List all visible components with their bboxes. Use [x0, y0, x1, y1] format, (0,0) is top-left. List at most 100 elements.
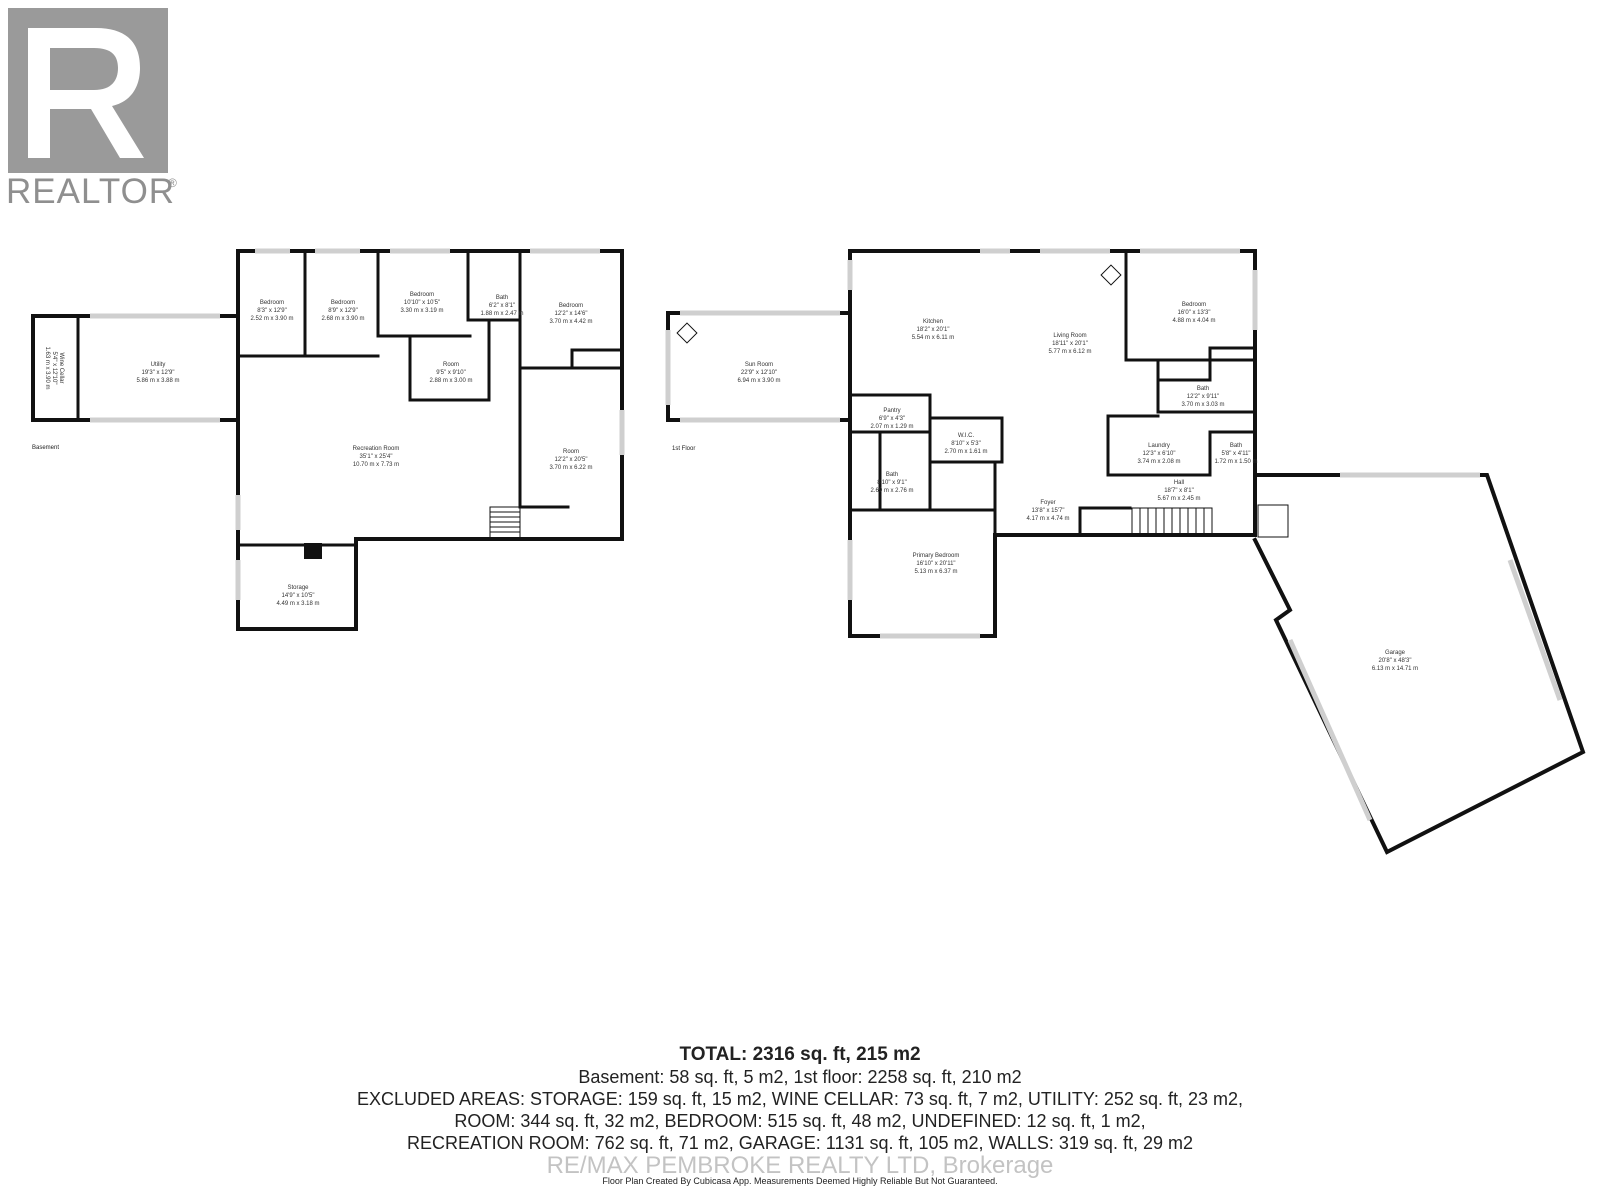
- svg-text:5'8" x 4'11": 5'8" x 4'11": [1221, 451, 1250, 457]
- room-label-bedroom-b3: Bedroom 10'10" x 10'5" 3.30 m x 3.19 m: [400, 292, 443, 314]
- windows: [90, 248, 1563, 822]
- svg-text:10'10" x 10'5": 10'10" x 10'5": [404, 300, 440, 306]
- svg-text:Bath: Bath: [1197, 386, 1209, 392]
- svg-text:Room: Room: [563, 449, 579, 455]
- floor-label-basement: Basement: [32, 445, 59, 451]
- svg-text:8'3" x 12'9": 8'3" x 12'9": [257, 308, 287, 314]
- room-label-recreation-room: Recreation Room 35'1" x 25'4" 10.70 m x …: [353, 446, 400, 468]
- svg-text:8'9" x 12'9": 8'9" x 12'9": [328, 308, 358, 314]
- room-label-bedroom-b2: Bedroom 8'9" x 12'9" 2.68 m x 3.90 m: [321, 300, 364, 322]
- room-label-primary-bedroom: Primary Bedroom 16'10" x 20'11" 5.13 m x…: [913, 553, 960, 575]
- room-label-utility: Utility 19'3" x 12'9" 5.86 m x 3.88 m: [136, 362, 179, 384]
- excluded-areas-1: EXCLUDED AREAS: STORAGE: 159 sq. ft, 15 …: [356, 1089, 1243, 1109]
- svg-text:5.77 m x 6.12 m: 5.77 m x 6.12 m: [1048, 349, 1091, 355]
- room-label-storage: Storage 14'9" x 10'5" 4.49 m x 3.18 m: [276, 585, 319, 607]
- svg-text:18'11" x 20'1": 18'11" x 20'1": [1052, 341, 1088, 347]
- floor-label-first: 1st Floor: [672, 446, 695, 452]
- room-label-living-room: Living Room 18'11" x 20'1" 5.77 m x 6.12…: [1048, 333, 1091, 355]
- svg-text:18'7" x 8'1": 18'7" x 8'1": [1164, 488, 1194, 494]
- room-label-sun-room: Sun Room 22'9" x 12'10" 6.94 m x 3.90 m: [737, 362, 780, 384]
- svg-text:5.54 m x 6.11 m: 5.54 m x 6.11 m: [912, 335, 955, 341]
- first-floor-walls: [666, 249, 1586, 855]
- svg-text:1.72 m x 1.50 m: 1.72 m x 1.50 m: [1214, 459, 1257, 465]
- first-floor-stairs: [1131, 507, 1213, 536]
- total-area: TOTAL: 2316 sq. ft, 215 m2: [679, 1044, 921, 1065]
- svg-text:Kitchen: Kitchen: [923, 319, 943, 325]
- room-label-pantry: Pantry 6'9" x 4'3" 2.07 m x 1.29 m: [870, 408, 913, 430]
- svg-text:6.13 m x 14.71 m: 6.13 m x 14.71 m: [1372, 666, 1418, 672]
- room-label-bath-main1: Bath 12'2" x 9'11" 3.70 m x 3.03 m: [1181, 386, 1224, 408]
- svg-text:35'1" x 25'4": 35'1" x 25'4": [360, 454, 393, 460]
- svg-text:4.17 m x 4.74 m: 4.17 m x 4.74 m: [1026, 516, 1069, 522]
- svg-text:5'4" x 12'10": 5'4" x 12'10": [51, 352, 57, 385]
- room-label-bath-main3: Bath 8'10" x 9'1" 2.69 m x 2.76 m: [870, 472, 913, 494]
- svg-text:12'2" x 9'11": 12'2" x 9'11": [1187, 394, 1219, 400]
- floor-areas: Basement: 58 sq. ft, 5 m2, 1st floor: 22…: [578, 1067, 1022, 1087]
- svg-text:3.30 m x 3.19 m: 3.30 m x 3.19 m: [400, 308, 443, 314]
- svg-text:12'2" x 14'6": 12'2" x 14'6": [555, 311, 588, 317]
- svg-text:5.13 m x 6.37 m: 5.13 m x 6.37 m: [914, 569, 957, 575]
- brokerage-watermark: RE/MAX PEMBROKE REALTY LTD, Brokerage: [546, 1152, 1054, 1179]
- svg-text:3.74 m x 2.08 m: 3.74 m x 2.08 m: [1137, 459, 1180, 465]
- svg-text:9'5" x 9'10": 9'5" x 9'10": [436, 370, 466, 376]
- svg-text:18'2" x 20'1": 18'2" x 20'1": [917, 327, 950, 333]
- svg-text:Laundry: Laundry: [1148, 443, 1170, 449]
- svg-text:2.69 m x 2.76 m: 2.69 m x 2.76 m: [870, 488, 913, 494]
- svg-text:5.67 m x 2.45 m: 5.67 m x 2.45 m: [1157, 496, 1200, 502]
- svg-text:3.70 m x 4.42 m: 3.70 m x 4.42 m: [549, 319, 592, 325]
- svg-text:Recreation Room: Recreation Room: [353, 446, 400, 452]
- room-label-bath-basement: Bath 6'2" x 8'1" 1.88 m x 2.47 m: [480, 295, 523, 317]
- excluded-areas-2: ROOM: 344 sq. ft, 32 m2, BEDROOM: 515 sq…: [454, 1111, 1146, 1131]
- svg-text:Primary Bedroom: Primary Bedroom: [913, 553, 960, 559]
- svg-text:2.07 m x 1.29 m: 2.07 m x 1.29 m: [870, 424, 913, 430]
- svg-text:22'9" x 12'10": 22'9" x 12'10": [741, 370, 777, 376]
- svg-text:1.63 m x 3.90 m: 1.63 m x 3.90 m: [44, 346, 50, 389]
- svg-text:20'8" x 48'3": 20'8" x 48'3": [1379, 658, 1412, 664]
- room-label-bedroom-b1: Bedroom 8'3" x 12'9" 2.52 m x 3.90 m: [250, 300, 293, 322]
- svg-text:6'2" x 8'1": 6'2" x 8'1": [489, 303, 515, 309]
- room-label-laundry: Laundry 12'3" x 6'10" 3.74 m x 2.08 m: [1137, 443, 1180, 465]
- svg-text:Bath: Bath: [886, 472, 898, 478]
- svg-text:2.52 m x 3.90 m: 2.52 m x 3.90 m: [250, 316, 293, 322]
- room-label-garage: Garage 20'8" x 48'3" 6.13 m x 14.71 m: [1372, 650, 1418, 672]
- svg-text:Storage: Storage: [287, 585, 309, 591]
- floor-plan: Basement 1st Floor Wine Cellar 5'4" x 12…: [31, 248, 1586, 855]
- excluded-areas-3: RECREATION ROOM: 762 sq. ft, 71 m2, GARA…: [407, 1133, 1193, 1153]
- svg-text:6'9" x 4'3": 6'9" x 4'3": [879, 416, 905, 422]
- fireplace-icon: [676, 264, 1122, 344]
- room-labels: Wine Cellar 5'4" x 12'10" 1.63 m x 3.90 …: [44, 292, 1418, 672]
- svg-text:4.88 m x 4.04 m: 4.88 m x 4.04 m: [1172, 318, 1215, 324]
- realtor-r-logo-icon: [8, 8, 168, 173]
- svg-text:Foyer: Foyer: [1040, 500, 1055, 506]
- svg-text:14'9" x 10'5": 14'9" x 10'5": [282, 593, 315, 599]
- svg-text:10.70 m x 7.73 m: 10.70 m x 7.73 m: [353, 462, 399, 468]
- svg-text:Living Room: Living Room: [1053, 333, 1086, 339]
- room-label-bedroom-main: Bedroom 16'0" x 13'3" 4.88 m x 4.04 m: [1172, 302, 1215, 324]
- svg-text:5.86 m x 3.88 m: 5.86 m x 3.88 m: [136, 378, 179, 384]
- svg-text:19'3" x 12'9": 19'3" x 12'9": [142, 370, 175, 376]
- floor-plan-credit: Floor Plan Created By Cubicasa App. Meas…: [602, 1176, 998, 1186]
- svg-text:Bedroom: Bedroom: [1182, 302, 1206, 308]
- room-label-bath-main2: Bath 5'8" x 4'11" 1.72 m x 1.50 m: [1214, 443, 1257, 465]
- room-label-foyer: Foyer 13'8" x 15'7" 4.17 m x 4.74 m: [1026, 500, 1069, 522]
- svg-text:8'10" x 9'1": 8'10" x 9'1": [877, 480, 907, 486]
- basement-walls: [31, 249, 624, 631]
- svg-text:W.I.C.: W.I.C.: [958, 433, 975, 439]
- room-label-bedroom-b4: Bedroom 12'2" x 14'6" 3.70 m x 4.42 m: [549, 303, 592, 325]
- room-label-room-b2: Room 12'2" x 20'5" 3.70 m x 6.22 m: [549, 449, 592, 471]
- svg-text:2.68 m x 3.90 m: 2.68 m x 3.90 m: [321, 316, 364, 322]
- room-label-kitchen: Kitchen 18'2" x 20'1" 5.54 m x 6.11 m: [912, 319, 955, 341]
- realtor-logo: [8, 8, 180, 218]
- svg-text:8'10" x 5'3": 8'10" x 5'3": [951, 441, 981, 447]
- svg-text:Utility: Utility: [151, 362, 166, 368]
- svg-text:13'8" x 15'7": 13'8" x 15'7": [1032, 508, 1065, 514]
- svg-text:3.70 m x 6.22 m: 3.70 m x 6.22 m: [549, 465, 592, 471]
- svg-text:16'0" x 13'3": 16'0" x 13'3": [1178, 310, 1211, 316]
- svg-text:4.49 m x 3.18 m: 4.49 m x 3.18 m: [276, 601, 319, 607]
- svg-text:12'2" x 20'5": 12'2" x 20'5": [555, 457, 588, 463]
- svg-text:2.88 m x 3.00 m: 2.88 m x 3.00 m: [429, 378, 472, 384]
- svg-text:Sun Room: Sun Room: [745, 362, 773, 368]
- svg-text:16'10" x 20'11": 16'10" x 20'11": [916, 561, 955, 567]
- area-totals: TOTAL: 2316 sq. ft, 215 m2 Basement: 58 …: [0, 1044, 1600, 1154]
- svg-text:Pantry: Pantry: [883, 408, 900, 414]
